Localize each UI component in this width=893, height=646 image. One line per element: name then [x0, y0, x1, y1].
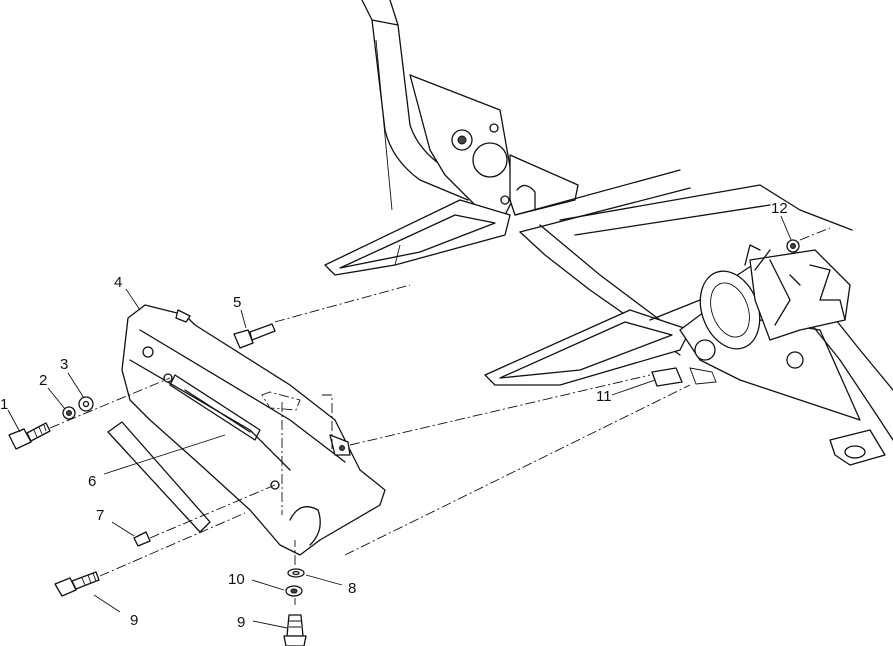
callout-10: 10 [228, 571, 245, 588]
callout-3: 3 [60, 356, 68, 373]
callout-2: 2 [39, 372, 47, 389]
strip-part [107, 421, 211, 533]
nut-10 [285, 585, 303, 597]
bolt-1 [8, 422, 51, 450]
callout-7: 7 [96, 507, 104, 524]
hardware [8, 239, 800, 646]
callout-11: 11 [596, 388, 612, 405]
plug-7 [133, 531, 151, 547]
callout-6: 6 [88, 473, 96, 490]
callout-8: 8 [348, 580, 356, 597]
callout-labels: 1 2 3 4 5 6 7 8 9 9 10 11 12 [0, 200, 788, 631]
vehicle-frame [324, 0, 893, 466]
bolt-9-bottom [283, 614, 307, 646]
assembly-centerlines [49, 227, 831, 605]
leader-lines [7, 215, 792, 629]
callout-1: 1 [0, 396, 8, 413]
cover-plate [121, 304, 386, 556]
clip-11 [651, 367, 683, 387]
callout-5: 5 [233, 294, 241, 311]
callout-9-bottom: 9 [237, 614, 245, 631]
callout-12: 12 [771, 200, 788, 217]
bolt-9-left [54, 571, 100, 597]
callout-4: 4 [114, 274, 122, 291]
screw-5 [233, 323, 276, 349]
callout-9-left: 9 [130, 612, 138, 629]
